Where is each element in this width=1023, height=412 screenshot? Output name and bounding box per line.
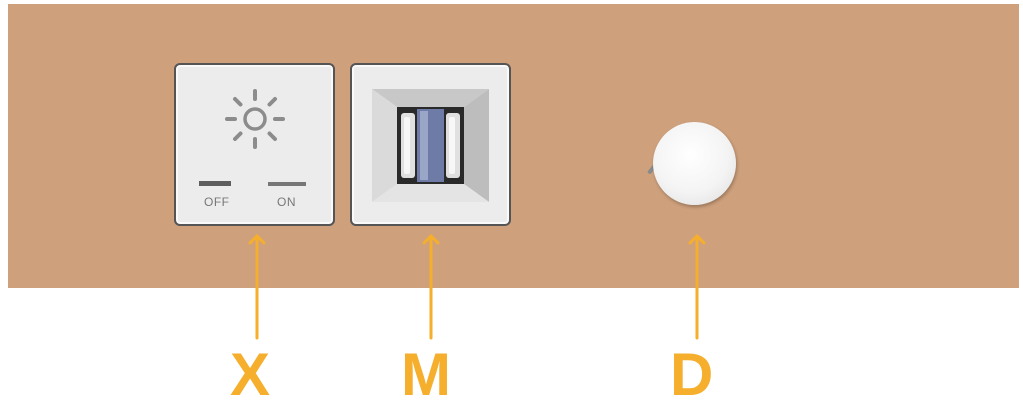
off-indicator xyxy=(199,181,231,186)
usb-socket[interactable] xyxy=(350,63,511,226)
callout-m: M xyxy=(401,341,451,408)
off-label: OFF xyxy=(204,195,230,209)
light-switch[interactable]: OFF ON xyxy=(174,63,335,226)
sun-icon xyxy=(225,89,285,149)
rotary-knob-icon[interactable] xyxy=(653,122,736,205)
on-indicator xyxy=(268,182,306,186)
on-label: ON xyxy=(277,195,296,209)
dual-usb-port-icon xyxy=(372,89,489,202)
callout-d: D xyxy=(670,341,714,408)
callout-x: X xyxy=(230,341,271,408)
